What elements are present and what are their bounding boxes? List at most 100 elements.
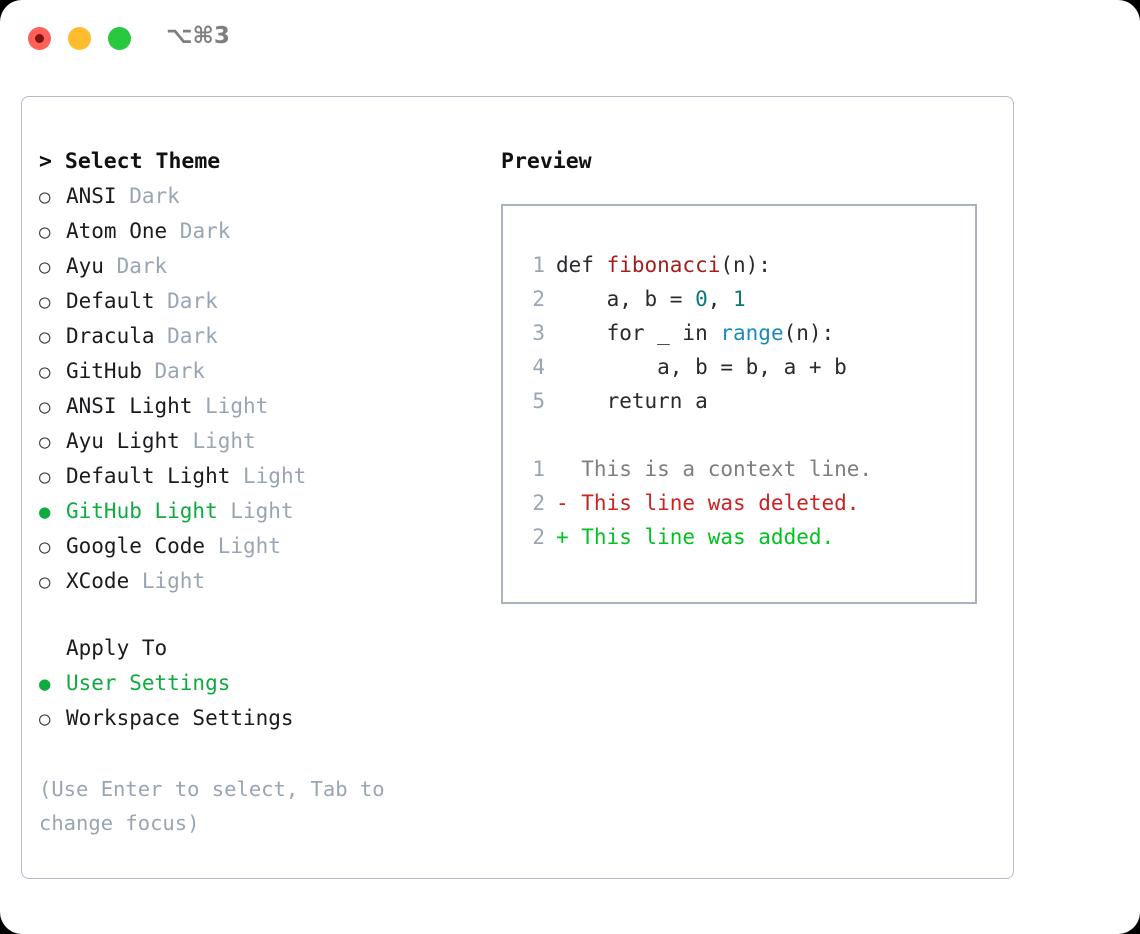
code-token-plain: def xyxy=(556,253,607,277)
radio-unselected-icon[interactable]: ○ xyxy=(39,291,51,313)
code-token-plain: return a xyxy=(556,389,708,413)
code-line-number: 2 xyxy=(532,287,545,311)
theme-option-default-light[interactable]: ○ Default Light Light xyxy=(39,459,479,494)
theme-option-github[interactable]: ○GitHub Dark xyxy=(39,354,479,389)
theme-option-label: ANSI xyxy=(66,184,117,208)
theme-option-ayu-light[interactable]: ○ Ayu Light Light xyxy=(39,424,479,459)
radio-selected-icon[interactable]: ● xyxy=(39,673,51,695)
theme-option-xcode[interactable]: ○XCode Light xyxy=(39,564,479,599)
code-token-call: range xyxy=(720,321,784,345)
theme-option-category: Dark xyxy=(103,254,168,278)
theme-option-ayu[interactable]: ○ Ayu Dark xyxy=(39,249,479,284)
theme-option-dracula[interactable]: ○ Dracula Dark xyxy=(39,319,479,354)
content-panel: > Select Theme ○ANSI Dark○Atom One Dark○… xyxy=(21,96,1014,879)
theme-option-ansi[interactable]: ○ ANSI Dark xyxy=(39,179,479,214)
radio-unselected-icon[interactable]: ○ xyxy=(39,256,51,278)
theme-option-category: Light xyxy=(217,499,294,523)
radio-unselected-icon[interactable]: ○ xyxy=(39,536,51,558)
radio-unselected-icon[interactable]: ○ xyxy=(39,466,51,488)
code-line-text: a, b = b, a + b xyxy=(556,350,847,384)
keyboard-hint-text: (Use Enter to select, Tab to change focu… xyxy=(39,777,385,835)
theme-option-label: Ayu Light xyxy=(66,429,180,453)
theme-option-label: Google Code xyxy=(66,534,206,558)
apply-to-heading-row: Apply To xyxy=(39,631,479,666)
preview-heading: Preview xyxy=(501,149,592,174)
theme-option-label: GitHub Light xyxy=(66,499,218,523)
theme-option-atom-one[interactable]: ○ Atom One Dark xyxy=(39,214,479,249)
code-line: 3 for _ in range(n): xyxy=(515,316,975,350)
theme-option-category: Light xyxy=(179,429,256,453)
apply-to-option-label: Workspace Settings xyxy=(66,706,294,730)
theme-option-default[interactable]: ○ Default Dark xyxy=(39,284,479,319)
radio-selected-icon[interactable]: ● xyxy=(39,501,51,523)
code-line-number: 4 xyxy=(532,355,545,379)
diff-line-add: 2 + This line was added. xyxy=(515,520,975,554)
code-token-fn: fibonacci xyxy=(606,253,721,277)
theme-option-category: Light xyxy=(205,534,281,558)
apply-to-option-list: ●User Settings ○ Workspace Settings xyxy=(39,666,479,736)
radio-unselected-icon[interactable]: ○ xyxy=(39,221,51,243)
code-line-text: def fibonacci(n): xyxy=(556,248,771,282)
code-token-num: 1 xyxy=(733,287,746,311)
theme-option-category: Dark xyxy=(154,289,218,313)
diff-line-number: 2 xyxy=(532,491,545,515)
theme-option-category: Dark xyxy=(116,184,180,208)
theme-option-ansi-light[interactable]: ○ ANSI Light Light xyxy=(39,389,479,424)
apply-to-heading-spacer xyxy=(39,632,66,666)
radio-unselected-icon[interactable]: ○ xyxy=(39,708,51,730)
theme-option-label: Ayu xyxy=(66,254,104,278)
apply-to-option-user-settings[interactable]: ●User Settings xyxy=(39,666,479,701)
window-shortcut-label: ⌥⌘3 xyxy=(166,23,230,49)
theme-option-category: Dark xyxy=(141,359,206,383)
code-line-text: for _ in range(n): xyxy=(556,316,835,350)
radio-unselected-icon[interactable]: ○ xyxy=(39,186,51,208)
code-line: 1 def fibonacci(n): xyxy=(515,248,975,282)
theme-option-github-light[interactable]: ● GitHub Light Light xyxy=(39,494,479,529)
radio-unselected-icon[interactable]: ○ xyxy=(39,571,51,593)
theme-option-label: ANSI Light xyxy=(66,394,193,418)
diff-line-number: 1 xyxy=(532,457,545,481)
diff-sample: 1 This is a context line.2- This line wa… xyxy=(515,452,975,554)
theme-option-category: Light xyxy=(230,464,307,488)
theme-option-google-code[interactable]: ○ Google Code Light xyxy=(39,529,479,564)
close-button[interactable] xyxy=(28,27,51,50)
code-line-number: 3 xyxy=(532,321,545,345)
theme-option-category: Light xyxy=(192,394,269,418)
zoom-button[interactable] xyxy=(108,27,131,50)
diff-line-ctx: 1 This is a context line. xyxy=(515,452,975,486)
apply-to-option-workspace-settings[interactable]: ○ Workspace Settings xyxy=(39,701,479,736)
title-bar: ⌥⌘3 xyxy=(0,0,1140,76)
code-token-plain: (n): xyxy=(720,253,771,277)
diff-line-number: 2 xyxy=(532,525,545,549)
minimize-button[interactable] xyxy=(68,27,91,50)
code-line-text: return a xyxy=(556,384,708,418)
code-token-plain: (n): xyxy=(783,321,835,345)
diff-line-del: 2- This line was deleted. xyxy=(515,486,975,520)
theme-option-category: Dark xyxy=(154,324,218,348)
code-token-plain: a, b = b, a + b xyxy=(556,355,847,379)
code-token-plain: , xyxy=(707,287,734,311)
theme-option-category: Dark xyxy=(167,219,231,243)
code-line: 5 return a xyxy=(515,384,975,418)
code-line: 2 a, b = 0, 1 xyxy=(515,282,975,316)
code-token-plain: a, b = xyxy=(556,287,696,311)
radio-unselected-icon[interactable]: ○ xyxy=(39,431,51,453)
code-token-num: 0 xyxy=(695,287,708,311)
code-line-number: 1 xyxy=(532,253,545,277)
theme-option-label: Dracula xyxy=(66,324,155,348)
theme-option-label: XCode xyxy=(66,569,130,593)
radio-unselected-icon[interactable]: ○ xyxy=(39,396,51,418)
theme-option-label: Default xyxy=(66,289,155,313)
radio-unselected-icon[interactable]: ○ xyxy=(39,326,51,348)
theme-option-label: Default Light xyxy=(66,464,231,488)
radio-unselected-icon[interactable]: ○ xyxy=(39,361,51,383)
diff-line-text: + This line was added. xyxy=(556,525,835,549)
theme-option-label: Atom One xyxy=(66,219,168,243)
code-diff-gap xyxy=(515,418,975,452)
code-line-text: a, b = 0, 1 xyxy=(556,282,746,316)
theme-selection-column: > Select Theme ○ANSI Dark○Atom One Dark○… xyxy=(39,145,479,840)
